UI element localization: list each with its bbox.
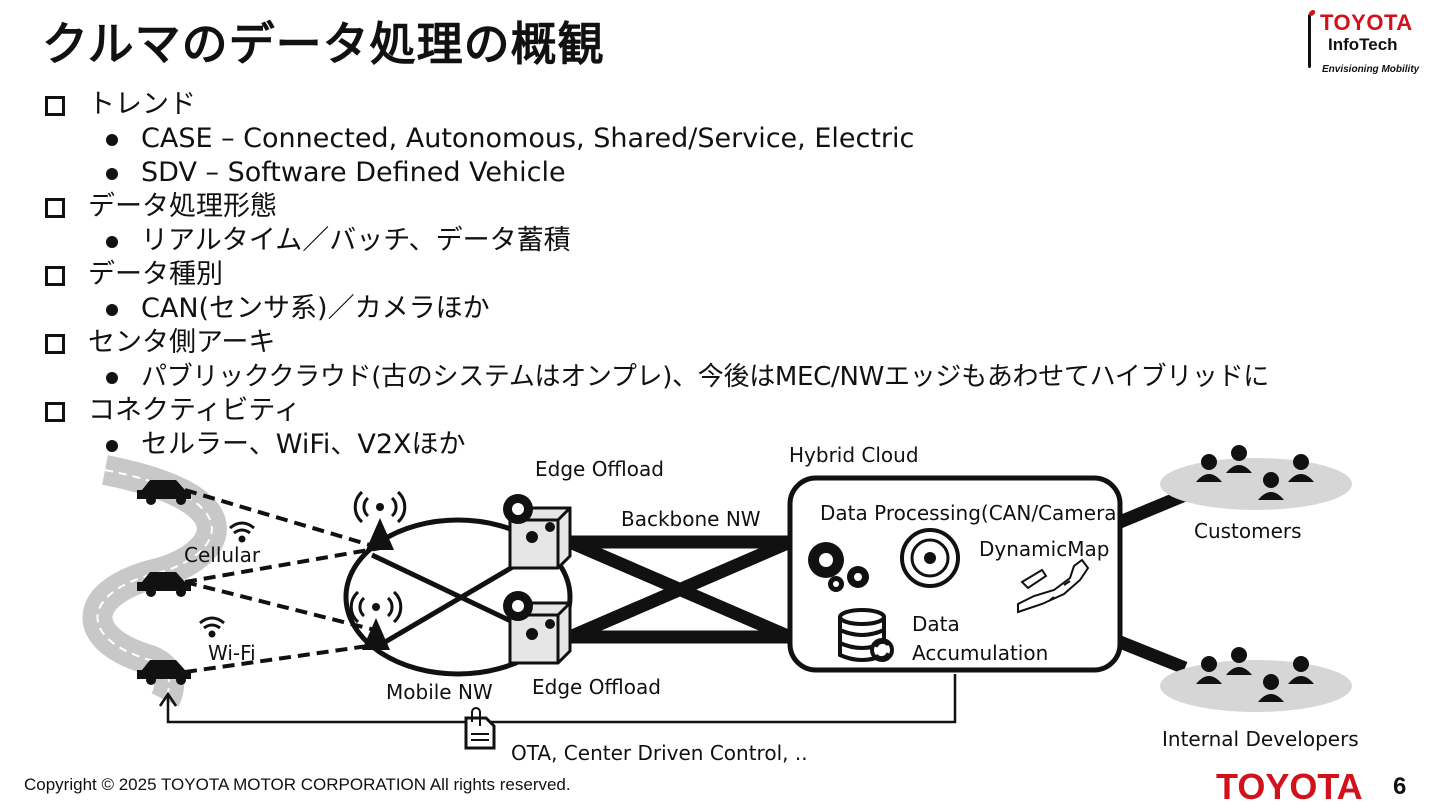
bullet-connectivity: コネクティビティ xyxy=(42,394,1422,428)
square-bullet-icon xyxy=(45,266,65,286)
toyota-infotech-logo: TOYOTA InfoTech Envisioning Mobility xyxy=(1304,10,1422,80)
gears-icon xyxy=(808,542,869,592)
logo-bar xyxy=(1308,14,1311,68)
car-icon xyxy=(137,660,191,685)
sub-bullet-text: CASE – Connected, Autonomous, Shared/Ser… xyxy=(141,123,915,154)
bullet-label: センタ側アーキ xyxy=(88,327,276,358)
logo-tagline: Envisioning Mobility xyxy=(1322,64,1420,75)
disc-icon xyxy=(900,528,960,588)
database-icon xyxy=(838,608,894,662)
wifi-icon xyxy=(199,616,225,638)
edge-offload-bottom-label: Edge Offload xyxy=(532,675,661,699)
edge-server-icon xyxy=(503,494,572,570)
sub-bullet-text: リアルタイム／バッチ、データ蓄積 xyxy=(141,225,571,256)
dot-bullet-icon xyxy=(106,440,118,452)
square-bullet-icon xyxy=(45,402,65,422)
sub-bullet-text: SDV – Software Defined Vehicle xyxy=(141,157,566,188)
bullet-center-arch: センタ側アーキ xyxy=(42,326,1422,360)
hybrid-cloud-label: Hybrid Cloud xyxy=(789,443,919,467)
car-icon xyxy=(137,480,191,505)
ota-path xyxy=(166,674,957,724)
mobile-nw-label: Mobile NW xyxy=(386,680,493,704)
sub-bullet-case: CASE – Connected, Autonomous, Shared/Ser… xyxy=(42,122,1422,156)
customers-label: Customers xyxy=(1194,519,1302,543)
logo-brand: TOYOTA xyxy=(1320,10,1413,35)
person-icon xyxy=(1288,656,1314,684)
ota-label: OTA, Center Driven Control, .. xyxy=(511,741,808,765)
data-accumulation-label-2: Accumulation xyxy=(912,641,1049,665)
dot-bullet-icon xyxy=(106,168,118,180)
bullet-processing-form: データ処理形態 xyxy=(42,190,1422,224)
toyota-footer-logo: TOYOTA xyxy=(1216,766,1363,807)
sub-bullet-can: CAN(センサ系)／カメラほか xyxy=(42,292,1422,326)
wifi-icon xyxy=(229,521,255,543)
car-icon xyxy=(137,572,191,597)
wifi-label: Wi-Fi xyxy=(208,641,256,665)
page-number: 6 xyxy=(1393,773,1407,800)
person-icon xyxy=(1226,647,1252,675)
bullet-label: トレンド xyxy=(88,89,196,120)
ota-arrow-icon xyxy=(158,691,178,707)
data-processing-label: Data Processing(CAN/Camera) xyxy=(820,501,1125,525)
internal-developers-label: Internal Developers xyxy=(1162,727,1359,751)
edge-server-icon xyxy=(503,591,572,665)
developers-group xyxy=(1160,660,1352,712)
bullet-trend: トレンド xyxy=(42,88,1422,122)
person-icon xyxy=(1226,445,1252,473)
dot-bullet-icon xyxy=(106,236,118,248)
cell-tower-icon xyxy=(349,590,403,650)
person-icon xyxy=(1196,656,1222,684)
copyright: Copyright © 2025 TOYOTA MOTOR CORPORATIO… xyxy=(24,775,571,794)
sub-bullet-sdv: SDV – Software Defined Vehicle xyxy=(42,156,1422,190)
bullet-label: データ種別 xyxy=(88,259,223,290)
backbone-nw-label: Backbone NW xyxy=(621,507,761,531)
document-icon xyxy=(464,707,496,750)
page-title: クルマのデータ処理の概観 xyxy=(42,17,605,71)
bullet-data-type: データ種別 xyxy=(42,258,1422,292)
sub-bullet-text: CAN(センサ系)／カメラほか xyxy=(141,293,490,324)
person-icon xyxy=(1258,472,1284,500)
mobile-network xyxy=(343,517,573,677)
user-links xyxy=(1117,488,1188,675)
sub-bullet-cellular: セルラー、WiFi、V2Xほか xyxy=(42,428,1422,462)
square-bullet-icon xyxy=(45,334,65,354)
bullet-label: データ処理形態 xyxy=(88,191,277,222)
person-icon xyxy=(1288,454,1314,482)
sub-bullet-text: セルラー、WiFi、V2Xほか xyxy=(141,429,466,460)
dot-bullet-icon xyxy=(106,372,118,384)
dot-bullet-icon xyxy=(106,134,118,146)
edge-offload-top-label: Edge Offload xyxy=(535,457,664,481)
map-icon xyxy=(1017,558,1090,614)
cellular-label: Cellular xyxy=(184,543,261,567)
sub-bullet-realtime: リアルタイム／バッチ、データ蓄積 xyxy=(42,224,1422,258)
dynamic-map-label: DynamicMap xyxy=(979,537,1110,561)
dot-bullet-icon xyxy=(106,304,118,316)
customers-group xyxy=(1160,458,1352,510)
bullet-list: トレンド CASE – Connected, Autonomous, Share… xyxy=(42,88,1422,462)
person-icon xyxy=(1196,454,1222,482)
data-accumulation-label-1: Data xyxy=(912,612,960,636)
sub-bullet-text: パブリッククラウド(古のシステムはオンプレ)、今後はMEC/NWエッジもあわせて… xyxy=(141,362,1270,392)
person-icon xyxy=(1258,674,1284,702)
backbone-links xyxy=(567,535,793,644)
sub-bullet-cloud: パブリッククラウド(古のシステムはオンプレ)、今後はMEC/NWエッジもあわせて… xyxy=(42,360,1422,394)
square-bullet-icon xyxy=(45,198,65,218)
square-bullet-icon xyxy=(45,96,65,116)
logo-sub: InfoTech xyxy=(1328,35,1398,54)
bullet-label: コネクティビティ xyxy=(88,395,301,426)
cell-tower-icon xyxy=(353,490,407,550)
wireless-links xyxy=(184,488,381,674)
